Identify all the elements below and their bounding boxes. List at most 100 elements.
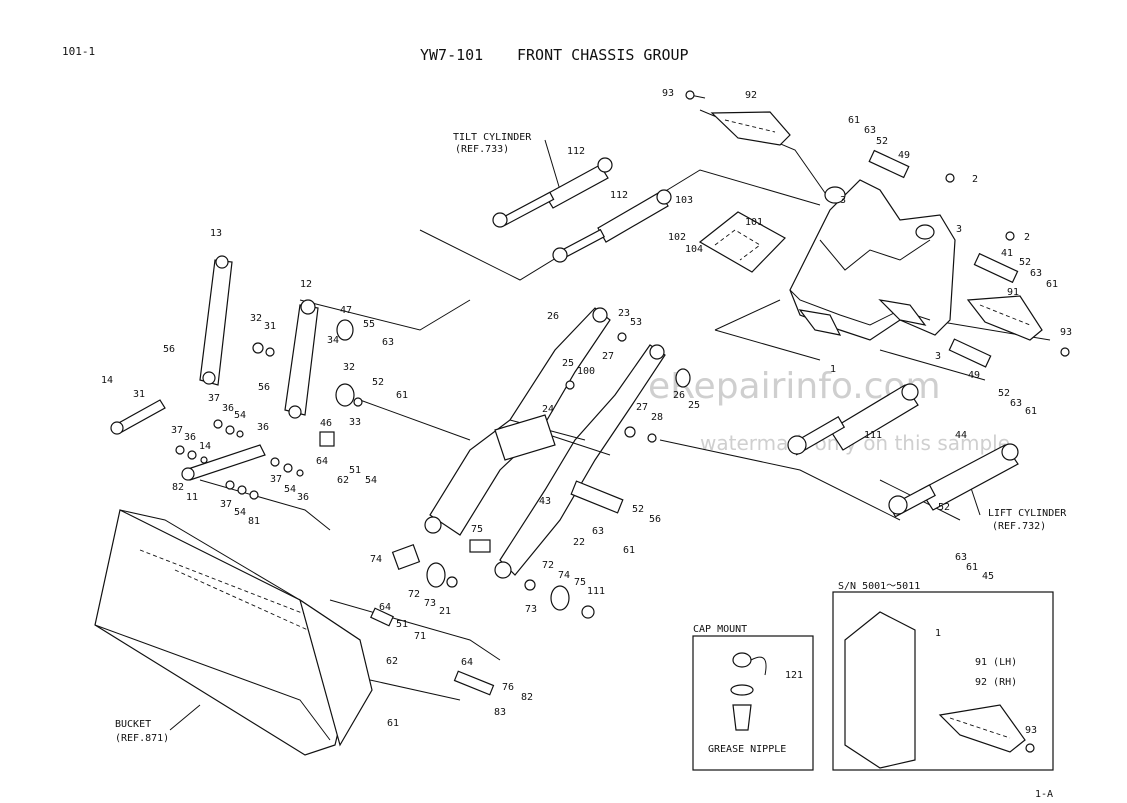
lift-cylinder-name: LIFT CYLINDER [988, 508, 1067, 519]
part-label: 31 [264, 321, 276, 332]
part-label: 63 [1030, 268, 1042, 279]
part-label: 3 [956, 224, 962, 235]
part-label: 61 [623, 545, 635, 556]
footer-page-ref: 1-A [1035, 789, 1053, 800]
part-label: 82 [521, 692, 533, 703]
bucket-name: BUCKET [115, 719, 151, 730]
lift-cylinder-callout: LIFT CYLINDER (REF.732) [988, 508, 1067, 532]
part-label: 61 [1025, 406, 1037, 417]
bucket-callout: BUCKET (REF.871) [115, 719, 169, 744]
bracket-92 [710, 111, 791, 146]
sn-label-93: 93 [1025, 725, 1037, 736]
pins-top-right [685, 90, 1070, 368]
part-label: 61 [396, 390, 408, 401]
part-label: 112 [610, 190, 628, 201]
part-label: 34 [327, 335, 339, 346]
cap-mount-inset: CAP MOUNT 121 GREASE NIPPLE [692, 624, 814, 771]
part-label: 37 [208, 393, 220, 404]
tilt-cylinder-name: TILT CYLINDER [453, 132, 532, 143]
part-label: 49 [898, 150, 910, 161]
washers-left [175, 319, 363, 500]
part-label: 63 [864, 125, 876, 136]
part-label: 21 [439, 606, 451, 617]
part-label: 37 [270, 474, 282, 485]
lift-cylinder-ref: (REF.732) [992, 521, 1046, 532]
part-label: 53 [630, 317, 642, 328]
group-code: YW7-101 [420, 46, 483, 64]
bracket-91 [966, 295, 1043, 341]
part-label: 81 [248, 516, 260, 527]
cap-part-number: 121 [785, 670, 803, 681]
boom-arm [424, 307, 666, 579]
tilt-cylinder-ref: (REF.733) [455, 144, 509, 155]
part-label: 11 [186, 492, 198, 503]
sn-label-1: 1 [935, 628, 941, 639]
part-label: 55 [363, 319, 375, 330]
part-label: 28 [651, 412, 663, 423]
part-label: 3 [840, 195, 846, 206]
cap-mount-title: CAP MOUNT [693, 624, 747, 635]
part-label: 25 [688, 400, 700, 411]
part-label: 91 [1007, 287, 1019, 298]
lift-cylinder-upper [787, 383, 919, 456]
part-label: 63 [1010, 398, 1022, 409]
part-label: 111 [587, 586, 605, 597]
grease-nipple-caption: GREASE NIPPLE [708, 744, 786, 755]
part-label: 52 [1019, 257, 1031, 268]
tilt-cylinder-callout: TILT CYLINDER (REF.733) [453, 132, 532, 155]
bucket-ref: (REF.871) [115, 733, 169, 744]
tilt-cylinder-upper [492, 157, 613, 228]
part-label: 93 [662, 88, 674, 99]
part-label: 93 [1060, 327, 1072, 338]
part-label: 71 [414, 631, 426, 642]
part-label: 12 [300, 279, 312, 290]
part-label: 61 [848, 115, 860, 126]
part-label: 41 [1001, 248, 1013, 259]
part-label: 44 [955, 430, 967, 441]
part-label: 2 [972, 174, 978, 185]
part-label: 76 [502, 682, 514, 693]
part-label: 61 [1046, 279, 1058, 290]
part-label: 73 [424, 598, 436, 609]
part-label: 52 [998, 388, 1010, 399]
part-label: 63 [955, 552, 967, 563]
part-label: 100 [577, 366, 595, 377]
part-label: 52 [938, 502, 950, 513]
part-label: 75 [574, 577, 586, 588]
sn-inset-title: S/N 5001～5011 [838, 581, 920, 592]
part-label: 64 [461, 657, 473, 668]
part-label: 82 [172, 482, 184, 493]
part-label: 1 [830, 364, 836, 375]
part-label: 61 [387, 718, 399, 729]
part-label: 72 [542, 560, 554, 571]
part-label: 51 [349, 465, 361, 476]
part-label: 27 [636, 402, 648, 413]
part-label: 54 [234, 507, 246, 518]
part-label: 54 [234, 410, 246, 421]
part-label: 14 [199, 441, 211, 452]
part-label: 83 [494, 707, 506, 718]
part-label: 54 [365, 475, 377, 486]
part-label: 64 [316, 456, 328, 467]
part-number-labels: 93 92 61 63 52 49 2 3 3 2 41 52 63 61 91… [101, 88, 1072, 729]
part-label: 64 [379, 602, 391, 613]
part-label: 49 [968, 370, 980, 381]
plate-101 [698, 211, 786, 273]
part-label: 111 [864, 430, 882, 441]
part-label: 74 [558, 570, 570, 581]
part-label: 103 [675, 195, 693, 206]
part-label: 63 [382, 337, 394, 348]
part-label: 2 [1024, 232, 1030, 243]
part-label: 112 [567, 146, 585, 157]
part-label: 36 [257, 422, 269, 433]
part-label: 25 [562, 358, 574, 369]
part-label: 62 [337, 475, 349, 486]
part-label: 24 [542, 404, 554, 415]
part-label: 47 [340, 305, 352, 316]
part-label: 45 [982, 571, 994, 582]
link-12 [284, 299, 319, 419]
link-13 [199, 255, 233, 386]
part-label: 62 [386, 656, 398, 667]
part-label: 31 [133, 389, 145, 400]
